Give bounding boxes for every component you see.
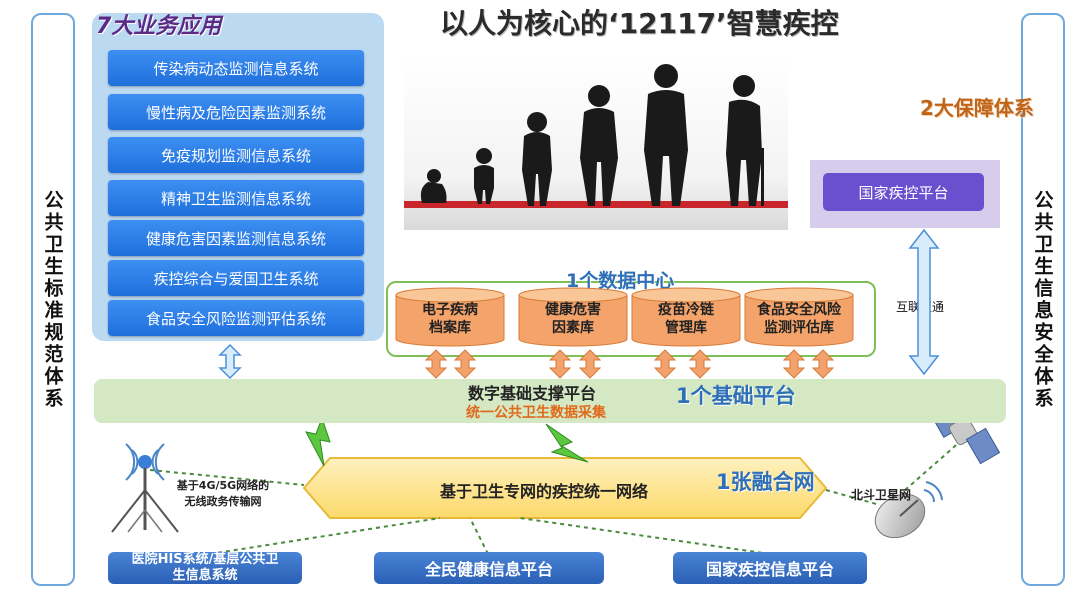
platform-name: 数字基础支撑平台 [468,384,597,403]
double-arrow-icon [782,349,806,379]
double-arrow-icon [453,349,477,379]
double-arrow-icon [908,228,940,376]
security-title: 2大保障体系 [920,96,1034,120]
database-label: 监测评估库 [764,320,834,336]
double-arrow-icon [424,349,448,379]
app-item[interactable]: 传染病动态监测信息系统 [108,50,364,86]
database-label: 因素库 [552,320,594,336]
lightning-icon [305,416,331,467]
platform-tag: 1个基础平台 [676,384,796,408]
growth-silhouette-image [404,58,788,230]
database-ehr[interactable]: 电子疾病档案库 [394,287,506,347]
standards-pillar-label: 公共卫生标准规范体系 [41,189,64,410]
his-line: 医院HIS系统/基层公共卫 [131,552,279,567]
page-title: 以人为核心的‘12117’智慧疾控 [440,7,839,40]
beidou-label: 北斗卫星网 [851,488,912,502]
app-item[interactable]: 食品安全风险监测评估系统 [108,300,364,336]
wireless-line: 基于4G/5G网络的 [176,479,270,492]
platform-subtitle: 统一公共卫生数据采集 [466,405,606,421]
security-pillar-label: 公共卫生信息安全体系 [1031,189,1054,410]
his-line: 生信息系统 [172,568,238,583]
database-label: 管理库 [665,320,707,336]
national-platform-button[interactable]: 国家疾控平台 [823,173,984,211]
network-tag: 1张融合网 [716,470,815,494]
network-name: 基于卫生专网的疾控统一网络 [440,482,649,501]
app-item[interactable]: 疾控综合与爱国卫生系统 [108,260,364,296]
double-arrow-icon [548,349,572,379]
database-vaccine[interactable]: 疫苗冷链管理库 [630,287,742,347]
his-system-button[interactable]: 医院HIS系统/基层公共卫生信息系统 [108,552,302,584]
database-label: 档案库 [429,320,471,336]
satellite-dish-icon [874,481,943,539]
data-center-title: 1个数据中心 [566,270,675,292]
connection-line [209,517,441,555]
app-item[interactable]: 精神卫生监测信息系统 [108,180,364,216]
connection-line [904,439,963,491]
double-arrow-icon [653,349,677,379]
wireless-line: 无线政务传输网 [184,495,262,508]
standards-pillar: 公共卫生标准规范体系 [31,13,75,586]
antenna-tower-icon [111,443,179,533]
network-band [302,457,828,519]
double-arrow-icon [218,343,242,380]
app-item[interactable]: 慢性病及危险因素监测系统 [108,94,364,130]
double-arrow-icon [688,349,712,379]
double-arrow-icon [811,349,835,379]
lightning-icon [545,423,589,463]
database-label: 电子疾病 [422,302,478,318]
wireless-network-label: 基于4G/5G网络的 无线政务传输网 [162,478,284,510]
connection-line [519,517,771,555]
security-pillar: 公共卫生信息安全体系 [1021,13,1065,586]
database-label: 食品安全风险 [757,302,841,318]
applications-title: 7大业务应用 [96,14,222,39]
app-item[interactable]: 健康危害因素监测信息系统 [108,220,364,256]
connection-line [469,517,489,555]
double-arrow-icon [578,349,602,379]
health-platform-button[interactable]: 全民健康信息平台 [374,552,604,584]
database-label: 疫苗冷链 [658,302,714,318]
platform-band [94,379,1006,423]
database-health-hazard[interactable]: 健康危害因素库 [517,287,629,347]
database-label: 健康危害 [545,302,601,318]
database-food-safety[interactable]: 食品安全风险监测评估库 [743,287,855,347]
connection-line [149,469,305,486]
connection-line [825,489,881,506]
app-item[interactable]: 免疫规划监测信息系统 [108,137,364,173]
cdc-platform-button[interactable]: 国家疾控信息平台 [673,552,867,584]
